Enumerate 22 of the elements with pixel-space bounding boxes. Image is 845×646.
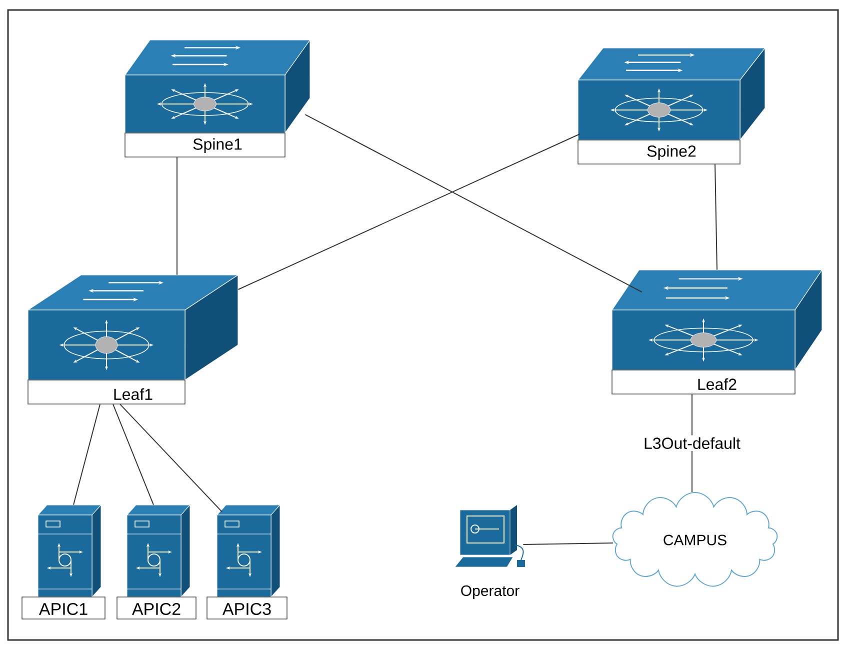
server: APIC1 <box>22 504 106 620</box>
connection-line <box>714 164 718 270</box>
connection-line <box>176 156 178 276</box>
connection-line <box>522 542 614 545</box>
node-label: APIC2 <box>132 602 180 616</box>
node-label: Leaf1 <box>114 388 152 400</box>
node-label: APIC3 <box>222 602 271 616</box>
node-label: Leaf2 <box>698 378 736 390</box>
node-label: Operator <box>461 585 520 599</box>
node-label: Spine2 <box>647 145 696 160</box>
connection-line <box>112 404 154 506</box>
cloud: CAMPUS <box>612 492 778 587</box>
node-label: APIC1 <box>38 602 88 616</box>
connection-line <box>120 404 222 512</box>
connection-line <box>73 404 100 506</box>
connection-line <box>304 114 642 292</box>
server: APIC3 <box>206 504 288 620</box>
edge-label: L3Out-default <box>642 435 742 451</box>
connection-line <box>238 134 580 290</box>
server: APIC2 <box>116 504 196 620</box>
computer: Operator <box>454 505 525 599</box>
node-label: Spine1 <box>193 138 242 154</box>
